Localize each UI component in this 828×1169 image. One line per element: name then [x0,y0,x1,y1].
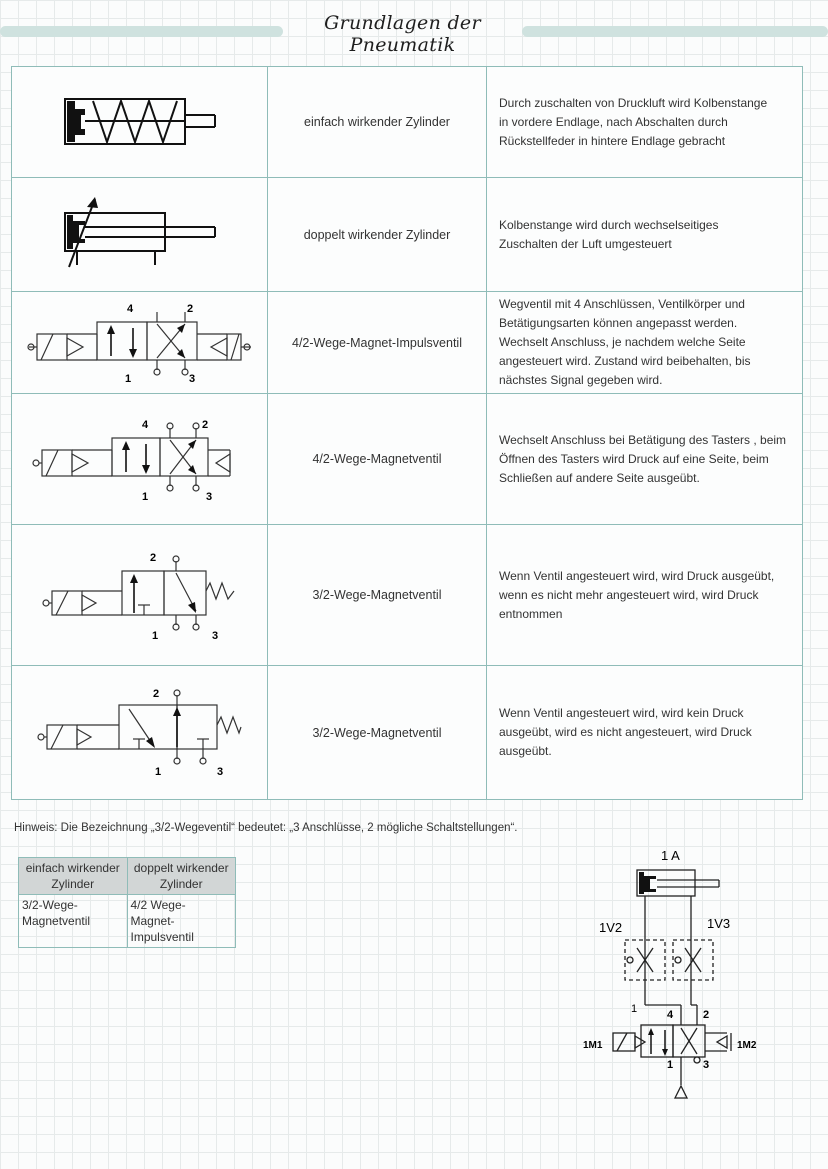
port-label: 2 [153,688,159,700]
port-label: 3 [189,373,195,385]
title-bar-right [522,26,828,37]
symbol-cell: 4 2 1 3 [11,393,268,525]
throttle-left-label: 1V2 [599,920,622,935]
table-row: einfach wirkender Zylinder doppelt wirke… [18,857,236,895]
port-label: 3 [217,766,223,778]
component-name: doppelt wirkender Zylinder [267,177,487,292]
port-label: 1 [142,491,148,503]
table-row: 2 1 3 3/2-Wege-Magnetventil Wenn Ventil … [11,665,803,800]
summary-table: einfach wirkender Zylinder doppelt wirke… [18,857,236,948]
port-label: 2 [703,1009,709,1021]
symbol-cell: 2 1 3 [11,524,268,666]
4-2-impulse-valve-icon: 4 2 1 3 [26,303,251,385]
component-description: Durch zuschalten von Druckluft wird Kolb… [486,66,803,178]
table-row: 4 2 1 3 4/2-Wege-Magnetventil Wechselt A… [11,393,803,525]
4-2-solenoid-valve-icon: 4 2 1 3 [31,419,231,503]
port-label: 4 [127,303,134,315]
symbol-cell: 4 2 1 3 [11,291,268,394]
solenoid-left-label: 1M1 [583,1040,603,1051]
symbol-cell [11,66,268,178]
port-label: 3 [703,1059,709,1071]
port-label: 2 [187,303,193,315]
port-label: 1 [155,766,161,778]
port-label: 1 [667,1059,673,1071]
solenoid-right-label: 1M2 [737,1040,757,1051]
component-name: 4/2-Wege-Magnetventil [267,393,487,525]
table-row: 3/2-Wege- Magnetventil 4/2 Wege- Magnet-… [18,894,236,948]
throttle-right-label: 1V3 [707,916,730,931]
summary-cell: 3/2-Wege- Magnetventil [18,894,128,948]
port-label: 4 [667,1009,674,1021]
single-acting-cylinder-icon [63,97,216,146]
component-description: Wechselt Anschluss bei Betätigung des Ta… [486,393,803,525]
page-title: Grundlagen der Pneumatik [324,12,481,56]
port-label: 3 [212,630,218,642]
port-label: 2 [202,419,208,431]
port-label: 1 [125,373,131,385]
symbol-table: einfach wirkender Zylinder Durch zuschal… [11,66,803,800]
hint-text: Hinweis: Die Bezeichnung „3/2-Wegeventil… [14,822,518,834]
component-name: 4/2-Wege-Magnet-Impulsventil [267,291,487,394]
component-description: Kolbenstange wird durch wechselseitiges … [486,177,803,292]
symbol-cell: 2 1 3 [11,665,268,800]
port-label: 4 [142,419,149,431]
table-row: einfach wirkender Zylinder Durch zuschal… [11,66,803,178]
pneumatic-circuit-diagram: 1 A 1V2 1V3 1 4 2 1 3 1M1 1M2 [583,848,757,1099]
3-2-solenoid-valve-no-icon: 2 1 3 [36,688,242,778]
component-description: Wegventil mit 4 Anschlüssen, Ventilkörpe… [486,291,803,394]
3-2-solenoid-valve-icon: 2 1 3 [41,552,234,642]
table-row: 4 2 1 3 4/2-Wege-Magnet-Impulsventil Weg… [11,291,803,394]
port-label: 1 [152,630,158,642]
table-row: doppelt wirkender Zylinder Kolbenstange … [11,177,803,292]
cylinder-label: 1 A [661,848,680,863]
summary-cell: 4/2 Wege- Magnet-Impulsventil [126,894,236,948]
double-acting-cylinder-icon [63,196,216,267]
port-label: 1 [631,1003,637,1015]
component-name: 3/2-Wege-Magnetventil [267,524,487,666]
summary-header: doppelt wirkender Zylinder [126,857,236,895]
component-description: Wenn Ventil angesteuert wird, wird Druck… [486,524,803,666]
component-name: einfach wirkender Zylinder [267,66,487,178]
symbol-cell [11,177,268,292]
port-label: 2 [150,552,156,564]
component-description: Wenn Ventil angesteuert wird, wird kein … [486,665,803,800]
title-bar-left [0,26,283,37]
table-row: 2 1 3 3/2-Wege-Magnetventil Wenn Ventil … [11,524,803,666]
port-label: 3 [206,491,212,503]
component-name: 3/2-Wege-Magnetventil [267,665,487,800]
summary-header: einfach wirkender Zylinder [18,857,128,895]
